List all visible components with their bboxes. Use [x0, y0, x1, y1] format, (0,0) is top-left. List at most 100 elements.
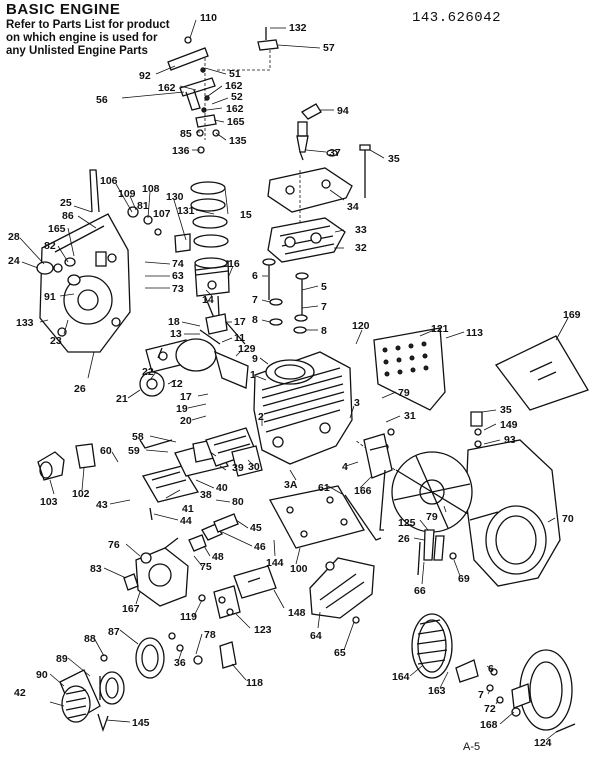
head-gasket — [267, 217, 346, 263]
flywheel — [354, 439, 473, 533]
callout-89: 89 — [56, 653, 68, 665]
callout-130: 130 — [166, 191, 184, 203]
piston — [194, 257, 230, 335]
callout-20: 20 — [180, 415, 192, 427]
note-line-3: any Unlisted Engine Parts — [6, 45, 148, 57]
callout-149: 149 — [500, 419, 518, 431]
callout-125: 125 — [398, 517, 416, 529]
fuel-shroud — [309, 557, 375, 624]
callout-162b: 162 — [225, 80, 243, 92]
callout-102: 102 — [72, 488, 90, 500]
callout-23: 23 — [50, 335, 62, 347]
air-cleaner — [59, 632, 184, 733]
callout-34: 34 — [347, 201, 359, 213]
callout-162c: 162 — [226, 103, 244, 115]
callout-72: 72 — [484, 703, 496, 715]
reed-plate — [139, 427, 263, 521]
callout-44: 44 — [180, 515, 192, 527]
callout-63: 63 — [172, 270, 184, 282]
callout-3A: 3A — [284, 479, 298, 491]
callout-1: 1 — [250, 369, 256, 381]
callout-38: 38 — [200, 489, 212, 501]
callout-148: 148 — [288, 607, 306, 619]
callout-87: 87 — [108, 626, 120, 638]
muffler — [37, 443, 96, 481]
callout-124: 124 — [534, 737, 552, 749]
callout-22: 22 — [142, 366, 154, 378]
callout-121: 121 — [431, 323, 449, 335]
callout-70: 70 — [562, 513, 574, 525]
callout-81: 81 — [137, 200, 149, 212]
callout-79b: 79 — [426, 511, 438, 523]
callout-165a: 165 — [227, 116, 245, 128]
callout-162a: 162 — [158, 82, 176, 94]
callout-123: 123 — [254, 624, 272, 636]
governor-link-assembly — [167, 27, 279, 154]
callout-86: 86 — [62, 210, 74, 222]
callout-166: 166 — [354, 485, 372, 497]
callout-169: 169 — [563, 309, 581, 321]
callout-43: 43 — [96, 499, 108, 511]
diagram-title: BASIC ENGINE — [6, 1, 121, 18]
callout-136: 136 — [172, 145, 190, 157]
callout-19: 19 — [176, 403, 188, 415]
callout-93: 93 — [504, 434, 516, 446]
callout-16: 16 — [228, 258, 240, 270]
callout-32: 32 — [355, 242, 367, 254]
callout-75: 75 — [200, 561, 212, 573]
callout-17b: 17 — [180, 391, 192, 403]
callout-107: 107 — [153, 208, 171, 220]
callout-17a: 17 — [234, 316, 246, 328]
crankshaft — [139, 321, 249, 397]
callout-65: 65 — [334, 647, 346, 659]
callout-88: 88 — [84, 633, 96, 645]
callout-4: 4 — [342, 461, 348, 473]
decal — [495, 335, 589, 411]
callout-51: 51 — [229, 68, 241, 80]
callout-14: 14 — [202, 294, 214, 306]
leader-lines — [19, 19, 569, 741]
callout-40: 40 — [216, 482, 228, 494]
base-plate — [269, 485, 382, 549]
callout-28: 28 — [8, 231, 20, 243]
callout-90: 90 — [36, 669, 48, 681]
starter-cup — [511, 649, 576, 733]
callout-37: 37 — [329, 147, 341, 159]
callout-45: 45 — [250, 522, 262, 534]
model-number: 143.626042 — [412, 10, 502, 26]
callout-57: 57 — [323, 42, 335, 54]
callout-18: 18 — [168, 316, 180, 328]
callout-119: 119 — [180, 611, 197, 623]
callout-5: 5 — [321, 281, 327, 293]
callout-110: 110 — [200, 12, 217, 24]
callout-39: 39 — [232, 462, 244, 474]
callout-113: 113 — [466, 327, 483, 339]
callout-74: 74 — [172, 258, 184, 270]
callout-48: 48 — [212, 551, 224, 563]
callout-91: 91 — [44, 291, 56, 303]
callout-109: 109 — [118, 188, 136, 200]
callout-41: 41 — [182, 503, 194, 515]
callout-58: 58 — [132, 431, 144, 443]
rewind-starter — [411, 613, 504, 704]
callout-132: 132 — [289, 22, 307, 34]
callout-25: 25 — [60, 197, 72, 209]
piston-rings — [190, 181, 229, 248]
callout-11: 11 — [234, 332, 245, 344]
callout-100: 100 — [290, 563, 308, 575]
blower-housing — [465, 439, 561, 587]
part-drawings — [36, 27, 589, 733]
callout-83: 83 — [90, 563, 102, 575]
callout-165b: 165 — [48, 223, 66, 235]
callout-61: 61 — [318, 482, 330, 494]
callout-103: 103 — [40, 496, 58, 508]
note-line-1: Refer to Parts List for product — [6, 19, 170, 31]
callout-52: 52 — [231, 91, 243, 103]
callout-2: 2 — [258, 411, 264, 423]
ignition-coil — [363, 433, 393, 531]
callout-24: 24 — [8, 255, 20, 267]
callout-168: 168 — [480, 719, 498, 731]
callout-60: 60 — [100, 445, 112, 457]
